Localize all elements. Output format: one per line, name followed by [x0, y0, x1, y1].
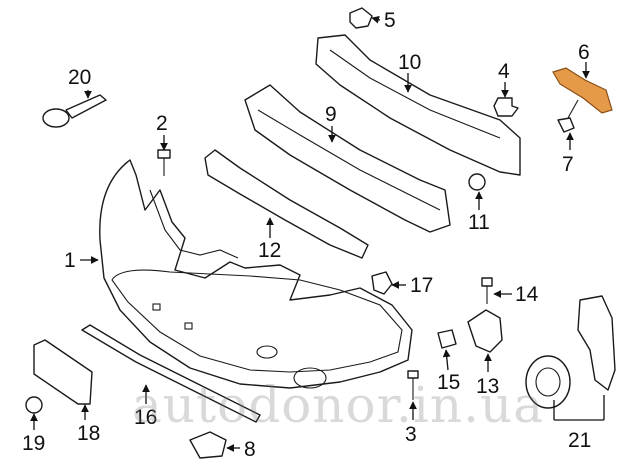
callout-21: 21 [568, 429, 591, 452]
clip-part-17 [371, 271, 393, 295]
lower-trim-strip-part-16 [81, 324, 261, 423]
callout-2: 2 [156, 112, 168, 135]
callout-12: 12 [258, 239, 281, 262]
callout-16: 16 [134, 406, 157, 429]
callout-5: 5 [384, 9, 396, 32]
leader-lines [30, 15, 605, 452]
bolt-part-3 [407, 370, 419, 400]
callout-20: 20 [68, 66, 91, 89]
bolt-part-19 [25, 396, 43, 414]
tow-cover-part-8 [189, 431, 227, 459]
callout-8: 8 [244, 438, 256, 461]
callout-9: 9 [325, 103, 337, 126]
callout-7: 7 [562, 153, 574, 176]
fastener-part-4 [493, 97, 519, 117]
sensor-bracket-part-21 [525, 295, 616, 409]
energy-absorber-part-12 [204, 149, 369, 259]
callout-19: 19 [22, 432, 45, 455]
callout-6: 6 [578, 41, 590, 64]
sensor-holder-part-13 [467, 309, 503, 353]
reinforcement-beam-part-9 [244, 84, 451, 233]
bumper-cover-part-1 [99, 159, 413, 389]
bolt-part-7 [557, 99, 579, 133]
callout-18: 18 [77, 422, 100, 445]
callout-3: 3 [405, 423, 417, 446]
callout-17: 17 [410, 274, 433, 297]
callout-14: 14 [515, 283, 539, 306]
clip-part-5 [349, 7, 373, 29]
tow-hook-part-20 [42, 94, 107, 128]
callout-1: 1 [64, 249, 76, 272]
nut-part-11 [468, 173, 486, 191]
callout-labels: 1 2 3 4 5 6 7 8 9 10 11 12 13 14 15 16 1… [22, 9, 591, 461]
license-bracket-part-18 [33, 339, 93, 405]
highlighted-bracket-part-6 [552, 67, 613, 114]
callout-4: 4 [498, 60, 510, 83]
callout-11: 11 [468, 211, 490, 234]
callout-13: 13 [476, 375, 499, 398]
bolt-part-14 [481, 277, 493, 304]
clip-part-15 [437, 329, 457, 349]
callout-10: 10 [398, 51, 421, 74]
upper-support-part-10 [315, 34, 521, 176]
bolt-part-2 [157, 149, 171, 176]
callout-15: 15 [437, 371, 460, 394]
